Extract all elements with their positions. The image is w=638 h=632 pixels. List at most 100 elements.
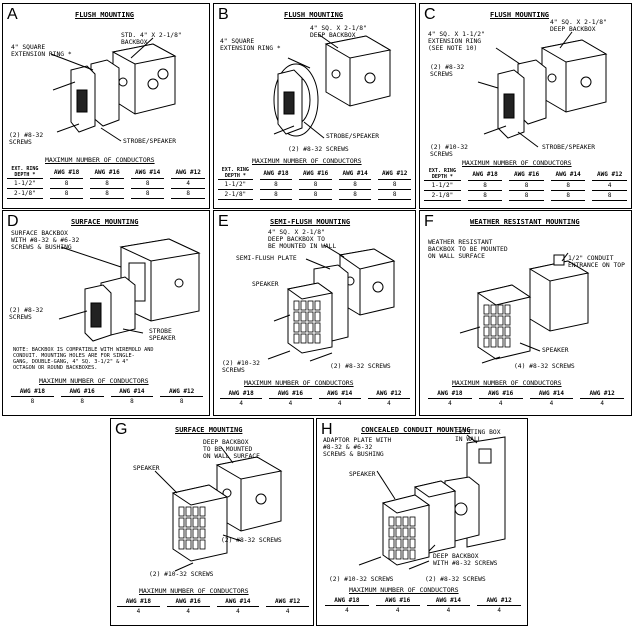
panel-a: A FLUSH MOUNTING STD. 4" X 2-1/8" BACKBO… — [2, 3, 210, 209]
label-weather-backbox: WEATHER RESISTANT BACKBOX TO BE MOUNTED … — [428, 239, 508, 260]
conductors-title: MAXIMUM NUMBER OF CONDUCTORS — [452, 379, 562, 387]
table-cell: 8 — [259, 179, 293, 190]
header-awg12: AWG #12 — [266, 597, 309, 607]
table-cell: 8 — [90, 188, 124, 199]
label-10-32-screws: (2) #10-32 SCREWS — [430, 144, 468, 158]
speaker-grille-slot — [490, 337, 497, 348]
label-conduit-entrance: 1/2" CONDUIT ENTRANCE ON TOP — [568, 255, 625, 269]
table-cell: 8 — [30, 398, 35, 405]
speaker-grille-slot — [409, 538, 416, 549]
header-awg16: AWG #16 — [60, 387, 104, 397]
label-screws: (4) #8-32 SCREWS — [514, 363, 575, 370]
table-cell: 8 — [378, 179, 411, 190]
header-awg18: AWG #18 — [11, 387, 54, 397]
speaker-grille-slot — [314, 311, 321, 322]
header-awg16: AWG #16 — [375, 596, 420, 606]
header-awg14: AWG #14 — [216, 597, 260, 607]
speaker-grille-slot — [185, 528, 192, 539]
speaker-grille-slot — [199, 528, 206, 539]
table-cell: 4 — [448, 400, 452, 407]
header-awg16: AWG #16 — [299, 167, 332, 180]
speaker-grille-slot — [307, 300, 314, 311]
speaker-grille-slot — [314, 300, 321, 311]
label-speaker: SPEAKER — [349, 471, 376, 478]
table-cell: 8 — [378, 189, 411, 200]
speaker-grille-slot — [300, 333, 307, 344]
header-awg14: AWG #14 — [426, 596, 471, 606]
header-awg18: AWG #18 — [259, 167, 293, 180]
table-cell: 8 — [49, 188, 84, 199]
table-cell: 8 — [130, 188, 165, 199]
label-strobe-speaker: STROBE/SPEAKER — [326, 133, 380, 140]
header-awg16: AWG #16 — [478, 389, 523, 399]
speaker-grille-slot — [192, 528, 199, 539]
label-strobe-speaker: STROBE SPEAKER — [149, 328, 176, 342]
label-adaptor-plate: ADAPTOR PLATE WITH #8-32 & #6-32 SCREWS … — [323, 437, 392, 458]
label-deep-backbox: 4" SQ. X 2-1/8" DEEP BACKBOX TO BE MOUNT… — [268, 229, 337, 250]
speaker-grille-slot — [388, 538, 395, 549]
table-cell: 4 — [592, 180, 627, 191]
table-cell: 8 — [550, 190, 586, 201]
panel-title: FLUSH MOUNTING — [490, 11, 550, 19]
speaker-grille-slot — [199, 539, 206, 550]
speaker-grille-slot — [300, 311, 307, 322]
table-cell: 4 — [498, 400, 503, 407]
speaker-grille-slot — [388, 527, 395, 538]
semi-flush-drawing — [267, 244, 396, 362]
speaker-grille-slot — [178, 506, 185, 517]
table-cell: 4 — [288, 400, 293, 407]
speaker-grille-slot — [178, 517, 185, 528]
table-cell: 8 — [592, 190, 627, 201]
conductors-title: MAXIMUM NUMBER OF CONDUCTORS — [139, 587, 249, 595]
table-cell: 4 — [446, 607, 451, 614]
header-awg12: AWG #12 — [378, 167, 411, 180]
panel-letter: F — [424, 213, 434, 230]
table-cell: 2-1/8" — [218, 189, 253, 200]
label-8-32-screws: (2) #8-32 SCREWS — [221, 537, 282, 544]
table-cell: 4 — [497, 607, 501, 614]
header-awg14: AWG #14 — [529, 389, 574, 399]
speaker-grille-slot — [395, 527, 402, 538]
speaker-grille-slot — [185, 517, 192, 528]
panel-title: WEATHER RESISTANT MOUNTING — [470, 218, 580, 226]
table-cell: 2-1/8" — [424, 190, 461, 201]
table-cell: 4 — [387, 400, 391, 407]
panel-letter: E — [218, 213, 229, 230]
panel-h: H CONCEALED CONDUIT MOUNTING EXISTING BO… — [316, 418, 528, 626]
header-awg14: AWG #14 — [338, 167, 372, 180]
table-cell: 1-1/2" — [7, 178, 43, 189]
panel-title: CONCEALED CONDUIT MOUNTING — [361, 426, 471, 434]
table-cell: 8 — [49, 178, 84, 189]
panel-c: C FLUSH MOUNTING 4" SQ. X 2-1/8" DEEP BA… — [419, 3, 632, 209]
table-cell: 8 — [467, 190, 503, 201]
speaker-grille-slot — [293, 322, 300, 333]
speaker-grille-slot — [199, 506, 206, 517]
panel-d: D SURFACE MOUNTING SURFACE BACKBOX WITH … — [2, 210, 210, 416]
header-awg18: AWG #18 — [49, 166, 84, 179]
speaker-grille-slot — [314, 333, 321, 344]
table-cell: 8 — [130, 178, 165, 189]
speaker-grille-slot — [409, 516, 416, 527]
surface-mount-drawing — [154, 446, 283, 572]
table-cell: 4 — [136, 608, 141, 615]
table-cell: 1-1/2" — [424, 180, 461, 191]
label-speaker: SPEAKER — [252, 281, 279, 288]
speaker-grille-slot — [483, 304, 490, 315]
speaker-grille-slot — [307, 322, 314, 333]
label-std-backbox: STD. 4" X 2-1/8" BACKBOX — [121, 32, 182, 46]
speaker-grille-slot — [497, 326, 504, 337]
speaker-grille-slot — [490, 304, 497, 315]
speaker-grille-slot — [192, 539, 199, 550]
table-cell: 8 — [509, 180, 544, 191]
speaker-grille-slot — [192, 506, 199, 517]
label-surface-backbox: SURFACE BACKBOX WITH #8-32 & #6-32 SCREW… — [11, 230, 80, 251]
speaker-grille-slot — [504, 304, 511, 315]
conductors-title: MAXIMUM NUMBER OF CONDUCTORS — [39, 377, 149, 385]
speaker-grille-slot — [409, 527, 416, 538]
speaker-grille-slot — [314, 322, 321, 333]
table-cell: 8 — [338, 179, 372, 190]
table-cell: 4 — [600, 400, 604, 407]
